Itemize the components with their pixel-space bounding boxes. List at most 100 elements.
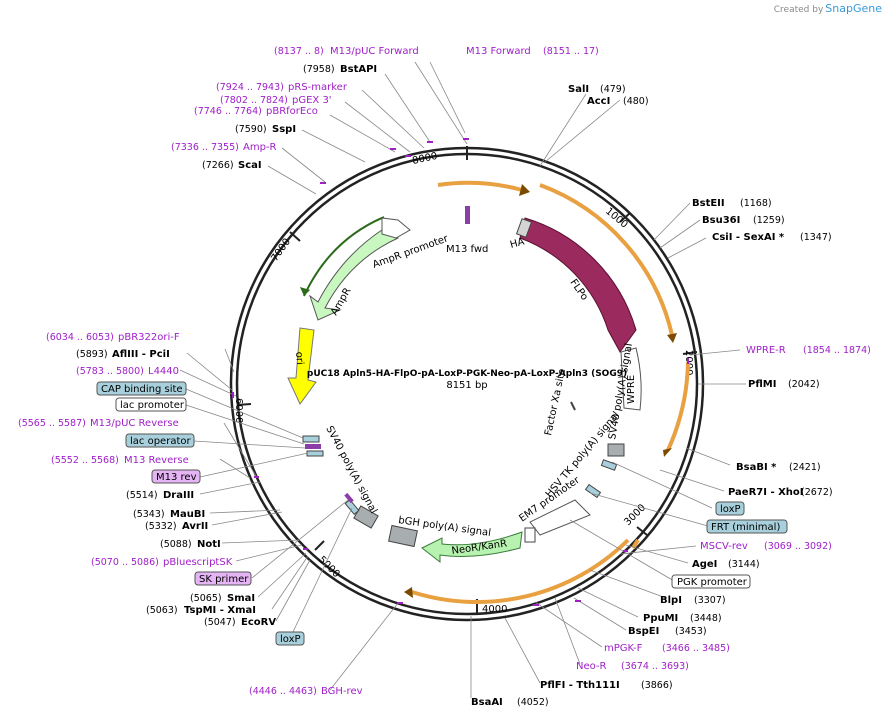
wpre-feature[interactable] (620, 347, 642, 411)
m13-fwd-feature[interactable] (465, 206, 470, 224)
ampr-cds-arc (303, 216, 385, 297)
maubi-site[interactable]: MauBI (170, 509, 205, 520)
acci-site[interactable]: AccI (587, 96, 610, 107)
frt-box-label: FRT (minimal) (711, 522, 780, 533)
mpgk-coord: (3466 .. 3485) (662, 643, 730, 654)
avrii-site[interactable]: AvrII (182, 521, 208, 532)
sspi-site[interactable]: SspI (272, 124, 296, 135)
loxp1-box[interactable] (715, 501, 745, 516)
noti-site[interactable]: NotI (197, 539, 221, 550)
csii-coord: (1347) (800, 232, 832, 243)
ppumi-site[interactable]: PpuMI (643, 613, 678, 624)
flpo-feature[interactable] (519, 217, 637, 353)
bsaai-site[interactable]: BsaAI (471, 697, 503, 708)
m13-fwd-label: M13 fwd (446, 244, 488, 255)
hsv-tk-feature[interactable] (524, 527, 536, 543)
agei-coord: (3144) (728, 559, 760, 570)
ampr-feature[interactable] (309, 221, 399, 321)
ha-feature[interactable] (515, 218, 533, 238)
factor-xa-feature[interactable] (570, 401, 576, 411)
sspi-coord: (7590) (235, 124, 267, 135)
ampr-cds-arrowhead (300, 287, 310, 296)
loxp2-feature[interactable] (344, 499, 360, 515)
m13rev-box-label: M13 rev (156, 472, 197, 483)
pflmi-site[interactable]: PflMI (748, 379, 776, 390)
bspei-site[interactable]: BspEI (628, 626, 659, 637)
mscv-label[interactable]: MSCV-rev (700, 541, 748, 552)
tspmi-coord: (5063) (146, 605, 178, 616)
cap-box[interactable] (96, 381, 187, 396)
ecorv-site[interactable]: EcoRV (241, 617, 276, 628)
bstapi-site[interactable]: BstAPI (340, 64, 377, 75)
sali-site[interactable]: SalI (568, 84, 589, 95)
ppumi-coord: (3448) (690, 613, 722, 624)
wpre-label: WPRE (626, 375, 637, 404)
bsu36i-site[interactable]: Bsu36I (702, 215, 740, 226)
pgex-label[interactable]: pGEX 3' (292, 95, 332, 106)
neor-primer-label[interactable]: Neo-R (576, 661, 607, 672)
pbluescript-label[interactable]: pBluescriptSK (163, 557, 233, 568)
sv40-right-feature[interactable] (607, 443, 625, 457)
frt-box[interactable] (706, 519, 788, 534)
pgk-box[interactable] (671, 574, 751, 589)
ori-feature[interactable] (287, 327, 317, 405)
m13puc-rev-label[interactable]: M13/pUC Reverse (90, 418, 179, 429)
neor-feature[interactable] (421, 531, 523, 564)
bghrev-label[interactable]: BGH-rev (321, 686, 363, 697)
l4440-coord: (5783 .. 5800) (76, 366, 144, 377)
bgh-feature[interactable] (388, 524, 418, 548)
l4440-label[interactable]: L4440 (148, 366, 179, 377)
pflfi-site[interactable]: PflFI - Tth111I (540, 680, 620, 691)
pbr322-label[interactable]: pBR322ori-F (118, 332, 180, 343)
m13-fwd-primer-label[interactable]: M13 Forward (466, 46, 531, 57)
loxp2-box[interactable] (275, 631, 305, 646)
bsteii-site[interactable]: BstEII (692, 198, 725, 209)
mpgk-label[interactable]: mPGK-F (604, 643, 643, 654)
ampr-promoter-feature[interactable] (381, 217, 411, 239)
pgex-coord: (7802 .. 7824) (220, 95, 288, 106)
bsabi-site[interactable]: BsaBI * (736, 462, 777, 473)
maubi-coord: (5343) (133, 509, 165, 520)
smai-coord: (5065) (190, 593, 222, 604)
afliii-coord: (5893) (76, 349, 108, 360)
m13puc-fwd-label[interactable]: M13/pUC Forward (330, 46, 419, 57)
lacp-box-label: lac promoter (120, 400, 185, 411)
orf-arrowheads (404, 184, 677, 598)
smai-site[interactable]: SmaI (227, 593, 255, 604)
tick-4000: 4000 (482, 604, 507, 615)
laco-box[interactable] (125, 433, 195, 448)
m13rev-box[interactable] (151, 469, 201, 484)
bsteii-coord: (1168) (740, 198, 772, 209)
scai-coord: (7266) (202, 160, 234, 171)
cap-box-label: CAP binding site (101, 384, 183, 395)
frt-feature[interactable] (600, 459, 618, 471)
pbluescript-feature[interactable] (344, 492, 354, 504)
plasmid-size: 8151 bp (446, 380, 487, 391)
ampr-primer-coord: (7336 .. 7355) (171, 142, 239, 153)
lacp-box[interactable] (115, 397, 187, 412)
primer-markers (232, 138, 689, 606)
blpi-site[interactable]: BlpI (660, 595, 682, 606)
em7-feature[interactable] (529, 499, 591, 536)
bspei-coord: (3453) (675, 626, 707, 637)
tick-3000: 3000 (622, 502, 648, 528)
ha-label: HA (509, 237, 526, 251)
agei-site[interactable]: AgeI (692, 559, 717, 570)
afliii-site[interactable]: AflIII - PciI (112, 349, 170, 360)
bsabi-coord: (2421) (789, 462, 821, 473)
pbrfor-label[interactable]: pBRforEco (266, 106, 318, 117)
draiii-site[interactable]: DraIII (163, 490, 194, 501)
tspmi-site[interactable]: TspMI - XmaI (184, 605, 256, 616)
m13rev-primer-label[interactable]: M13 Reverse (124, 455, 189, 466)
prs-label[interactable]: pRS-marker (288, 82, 348, 93)
pflfi-coord: (3866) (641, 680, 673, 691)
lac-region-feature[interactable] (302, 435, 324, 457)
wpre-r-label[interactable]: WPRE-R (746, 345, 786, 356)
skprimer-box[interactable] (194, 571, 252, 586)
scai-site[interactable]: ScaI (238, 160, 262, 171)
paer7i-site[interactable]: PaeR7I - XhoI (728, 487, 804, 498)
sali-coord: (479) (600, 84, 626, 95)
csii-site[interactable]: CsiI - SexAI * (712, 232, 785, 243)
ampr-primer-label[interactable]: Amp-R (243, 142, 277, 153)
